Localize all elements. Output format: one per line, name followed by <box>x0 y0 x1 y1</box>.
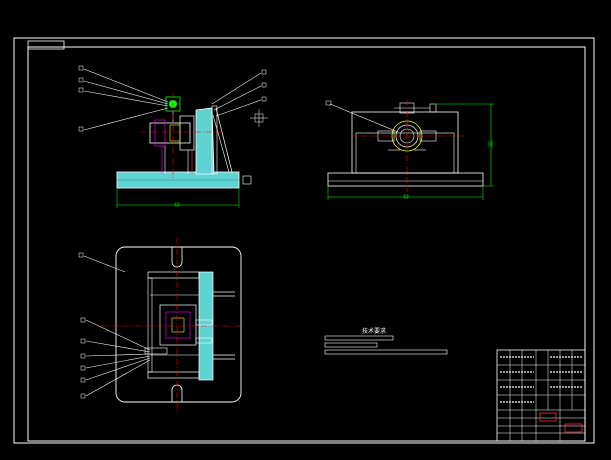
inner-frame <box>27 46 586 442</box>
title-block-red-box-2 <box>564 423 583 433</box>
side-base <box>327 172 484 187</box>
drawing-number-box <box>27 40 65 50</box>
title-block <box>496 349 586 442</box>
top-view <box>78 238 245 412</box>
tech-requirements-title: 技术要求 <box>362 328 387 335</box>
tech-requirements-lines <box>324 335 448 355</box>
title-block-red-box-1 <box>539 412 557 422</box>
front-workpiece <box>149 122 191 144</box>
top-workpiece <box>159 304 197 346</box>
front-view <box>78 65 268 208</box>
side-view <box>325 100 494 200</box>
outer-frame <box>13 37 595 444</box>
top-plate <box>115 246 242 403</box>
front-column <box>195 107 215 175</box>
